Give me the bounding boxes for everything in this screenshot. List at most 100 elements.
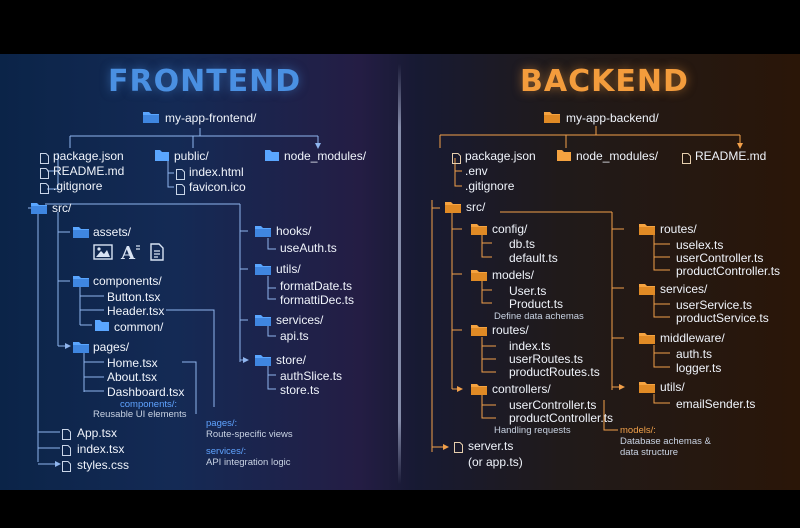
file-product-ts[interactable]: Product.ts <box>509 297 564 311</box>
file-auth-slice[interactable]: authSlice.ts <box>280 369 343 383</box>
file-about-tsx[interactable]: About.tsx <box>107 370 158 384</box>
folder-src[interactable]: src/ <box>52 201 72 215</box>
backend-connectors <box>431 126 740 452</box>
file-product-service[interactable]: productService.ts <box>676 311 769 325</box>
file-icon <box>682 151 691 169</box>
file-user-service[interactable]: userService.ts <box>676 298 753 312</box>
folder-pages[interactable]: pages/ <box>93 340 130 354</box>
file-icon <box>452 151 461 169</box>
folder-icon <box>142 110 160 129</box>
folder-common[interactable]: common/ <box>114 320 164 334</box>
folder-open-icon <box>470 323 488 342</box>
file-email-sender[interactable]: emailSender.ts <box>676 397 756 411</box>
folder-open-icon <box>72 340 90 359</box>
file-store-ts[interactable]: store.ts <box>280 383 320 397</box>
file-icon <box>40 151 49 169</box>
frontend-root-folder[interactable]: my-app-frontend/ <box>165 111 257 125</box>
file-env[interactable]: .env <box>465 164 488 178</box>
folder-utils[interactable]: utils/ <box>660 380 685 394</box>
file-favicon[interactable]: favicon.ico <box>189 180 246 194</box>
file-format-dec[interactable]: formattiDec.ts <box>280 293 355 307</box>
image-icon <box>93 244 113 265</box>
file-icon <box>176 167 185 185</box>
folder-icon <box>543 110 561 129</box>
file-package-json[interactable]: package.json <box>53 149 124 163</box>
folder-controllers[interactable]: controllers/ <box>492 382 551 396</box>
folder-icon <box>264 149 280 167</box>
pages-note-title: pages/: <box>206 418 238 429</box>
folder-assets[interactable]: assets/ <box>93 225 132 239</box>
folder-open-icon <box>444 200 462 219</box>
file-dashboard-tsx[interactable]: Dashboard.tsx <box>107 385 185 399</box>
folder-icon <box>154 149 170 167</box>
folder-routes[interactable]: routes/ <box>660 222 697 236</box>
file-styles-css[interactable]: styles.css <box>77 458 130 472</box>
backend-root-folder[interactable]: my-app-backend/ <box>566 111 659 125</box>
folder-components[interactable]: components/ <box>93 274 162 288</box>
file-icon <box>176 182 185 200</box>
folder-public[interactable]: public/ <box>174 149 209 163</box>
file-header-tsx[interactable]: Header.tsx <box>107 304 165 318</box>
folder-config[interactable]: config/ <box>492 222 528 236</box>
models-note-title: models/: <box>620 425 656 436</box>
folder-utils[interactable]: utils/ <box>276 262 301 276</box>
folder-open-icon <box>254 224 272 243</box>
file-user-ts[interactable]: User.ts <box>509 284 547 298</box>
folder-open-icon <box>72 225 90 244</box>
pages-note-text: Route-specific views <box>206 429 293 440</box>
file-user-controller[interactable]: userController.ts <box>509 398 597 412</box>
models-hint: Define data achemas <box>494 311 584 322</box>
file-user-routes[interactable]: userRoutes.ts <box>509 352 584 366</box>
file-app-tsx[interactable]: App.tsx <box>77 426 118 440</box>
backend-title: BACKEND <box>520 64 689 99</box>
folder-node-modules[interactable]: node_modules/ <box>576 149 659 163</box>
file-readme[interactable]: README.md <box>53 164 125 178</box>
folder-icon <box>94 319 110 337</box>
folder-routes[interactable]: routes/ <box>492 323 529 337</box>
controllers-hint: Handling requests <box>494 425 571 436</box>
folder-icon <box>556 149 572 167</box>
file-index-tsx[interactable]: index.tsx <box>77 442 125 456</box>
folder-open-icon <box>638 331 656 350</box>
folder-node-modules[interactable]: node_modules/ <box>284 149 367 163</box>
file-uselex[interactable]: uselex.ts <box>676 238 724 252</box>
folder-open-icon <box>638 222 656 241</box>
folder-open-icon <box>254 262 272 281</box>
services-note-text: API integration logic <box>206 457 291 468</box>
file-readme[interactable]: README.md <box>695 149 767 163</box>
file-home-tsx[interactable]: Home.tsx <box>107 356 158 370</box>
folder-middleware[interactable]: middleware/ <box>660 331 725 345</box>
file-index-html[interactable]: index.html <box>189 165 244 179</box>
file-product-controller[interactable]: productController.ts <box>509 411 614 425</box>
folder-models[interactable]: models/ <box>492 268 535 282</box>
file-logger-ts[interactable]: logger.ts <box>676 361 722 375</box>
file-icon <box>454 440 463 458</box>
folder-src[interactable]: src/ <box>466 200 486 214</box>
file-auth-ts[interactable]: auth.ts <box>676 347 713 361</box>
file-user-controller[interactable]: userController.ts <box>676 251 764 265</box>
folder-hooks[interactable]: hooks/ <box>276 224 312 238</box>
font-icon: A <box>120 242 142 267</box>
file-default-ts[interactable]: default.ts <box>509 251 558 265</box>
file-db-ts[interactable]: db.ts <box>509 237 536 251</box>
file-server-ts[interactable]: server.ts <box>468 439 514 453</box>
file-use-auth[interactable]: useAuth.ts <box>280 241 337 255</box>
file-format-date[interactable]: formatDate.ts <box>280 279 353 293</box>
file-product-routes[interactable]: productRoutes.ts <box>509 365 600 379</box>
file-api-ts[interactable]: api.ts <box>280 329 309 343</box>
folder-open-icon <box>638 282 656 301</box>
file-product-controller[interactable]: productController.ts <box>676 264 781 278</box>
file-gitignore[interactable]: .gitignore <box>53 179 103 193</box>
folder-services[interactable]: services/ <box>276 313 324 327</box>
services-note-title: services/: <box>206 446 247 457</box>
document-icon <box>150 243 164 266</box>
file-icon <box>62 427 71 445</box>
folder-services[interactable]: services/ <box>660 282 708 296</box>
models-note-line2: data structure <box>620 447 679 458</box>
file-button-tsx[interactable]: Button.tsx <box>107 290 161 304</box>
file-gitignore[interactable]: .gitignore <box>465 179 515 193</box>
file-index-ts[interactable]: index.ts <box>509 339 551 353</box>
file-package-json[interactable]: package.json <box>465 149 536 163</box>
folder-store[interactable]: store/ <box>276 353 307 367</box>
